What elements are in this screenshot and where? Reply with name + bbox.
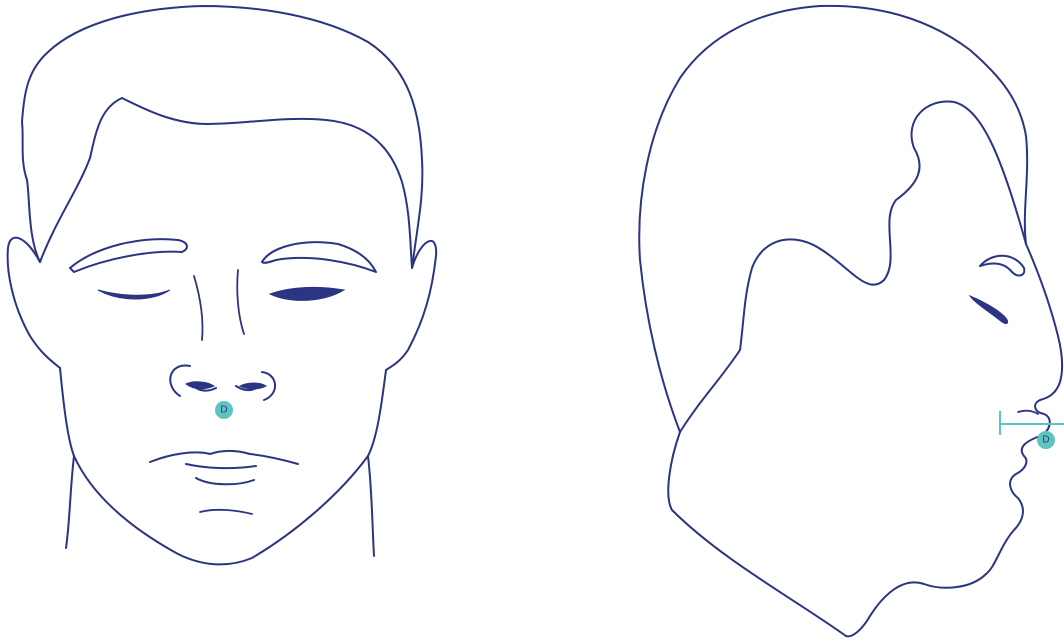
profile-face-outline bbox=[668, 244, 1062, 636]
front-lower-lip bbox=[196, 478, 254, 484]
profile-hairline bbox=[680, 102, 1026, 432]
profile-measurement bbox=[1000, 412, 1064, 434]
front-hair-outline bbox=[22, 6, 422, 268]
front-marker-d: D bbox=[215, 401, 233, 419]
front-left-eyebrow bbox=[70, 239, 187, 272]
profile-hair-outline bbox=[639, 6, 1027, 432]
front-left-ear bbox=[8, 238, 60, 368]
front-neck-right bbox=[368, 456, 374, 556]
front-face-view: D bbox=[8, 6, 437, 564]
front-left-nostril bbox=[186, 382, 214, 389]
profile-eye-closed bbox=[970, 296, 1008, 324]
profile-eyebrow bbox=[980, 256, 1024, 276]
front-mouth-line bbox=[186, 464, 256, 468]
front-nose-bridge-left bbox=[194, 276, 203, 340]
profile-marker-label: D bbox=[1042, 435, 1049, 446]
front-neck-left bbox=[66, 456, 74, 548]
profile-nostril bbox=[1018, 411, 1038, 414]
front-left-eye-closed bbox=[98, 290, 170, 299]
profile-face-view: D bbox=[639, 6, 1064, 636]
front-nose-bridge-right bbox=[237, 270, 244, 334]
front-right-nostril bbox=[240, 383, 266, 389]
front-jaw-outline bbox=[60, 368, 386, 564]
profile-marker-d: D bbox=[1037, 431, 1055, 449]
front-hairline bbox=[40, 98, 412, 268]
front-upper-lip bbox=[150, 451, 298, 464]
front-nose bbox=[170, 366, 275, 400]
front-right-eye-closed bbox=[270, 287, 344, 300]
front-marker-label: D bbox=[220, 405, 227, 416]
front-chin-crease bbox=[200, 510, 252, 514]
front-right-eyebrow bbox=[262, 242, 376, 272]
